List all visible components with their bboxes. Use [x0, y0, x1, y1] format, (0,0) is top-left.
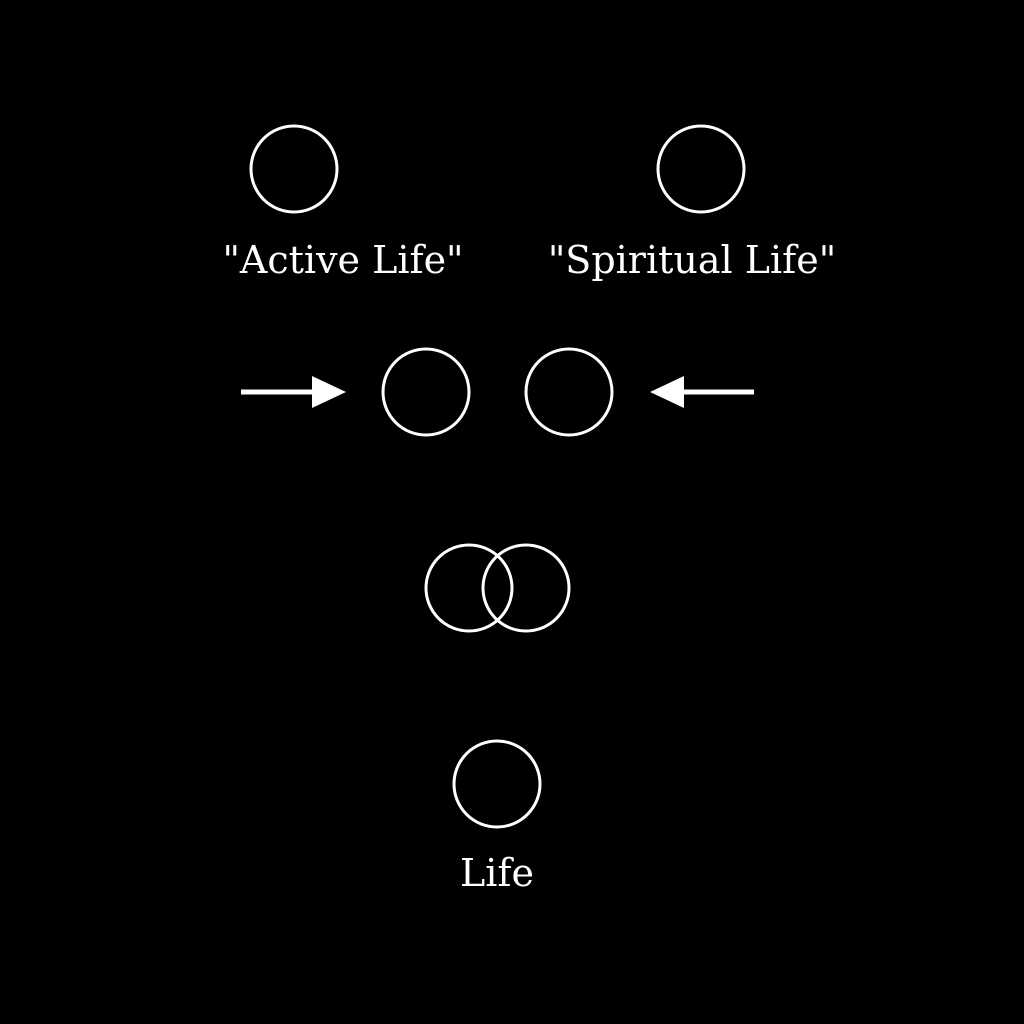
overlap-left-circle [424, 543, 514, 633]
overlap-right-circle [481, 543, 571, 633]
life-circle [452, 739, 542, 829]
active-life-label: "Active Life" [222, 238, 464, 282]
active-life-circle [249, 124, 339, 214]
life-label: Life [460, 851, 534, 895]
approaching-right-circle [524, 347, 614, 437]
spiritual-life-label: "Spiritual Life" [547, 238, 837, 282]
arrow-left-icon [650, 376, 754, 408]
spiritual-life-circle [656, 124, 746, 214]
approaching-left-circle [381, 347, 471, 437]
arrow-right-icon [241, 376, 346, 408]
